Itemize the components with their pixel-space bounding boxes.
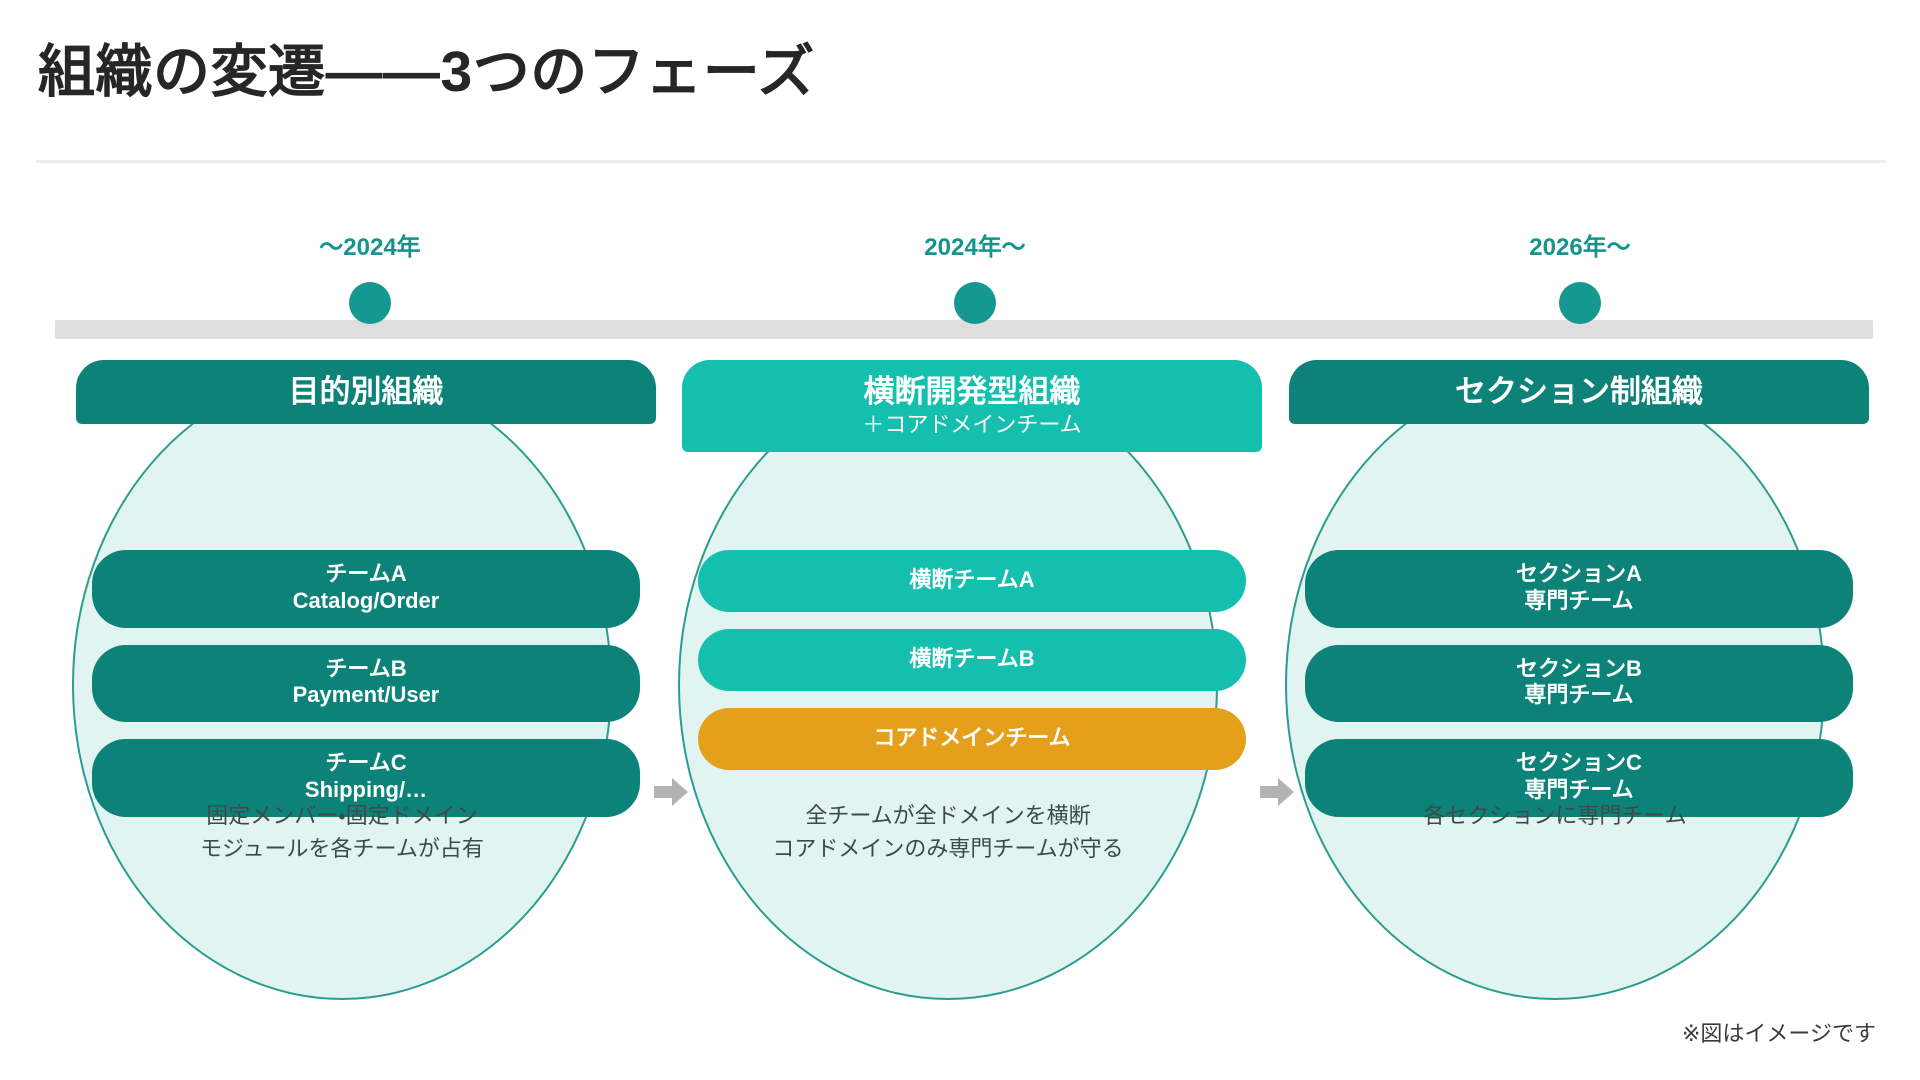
team-pill-line2: 専門チーム (1524, 587, 1634, 613)
phase-description-1: 固定メンバー・固定ドメイン モジュールを各チームが占有 (72, 800, 612, 865)
phase-column-2: 横断開発型組織 ＋コアドメインチーム 横断チームA 横断チームB コアドメインチ… (678, 360, 1268, 1000)
timeline-node-1[interactable]: 〜2024年 (220, 236, 520, 324)
phase-description-3: 各セクションに専門チーム (1285, 800, 1825, 833)
team-pill[interactable]: チームA Catalog/Order (92, 550, 640, 628)
phase-description-line1: 固定メンバー・固定ドメイン (206, 803, 478, 828)
phase-column-1: 目的別組織 チームA Catalog/Order チームB Payment/Us… (72, 360, 662, 1000)
phase-item-list-2: 横断チームA 横断チームB コアドメインチーム (698, 550, 1246, 787)
timeline-node-3[interactable]: 2026年〜 (1430, 236, 1730, 324)
phase-header-title-3: セクション制組織 (1455, 374, 1703, 409)
team-pill-line1: セクションB (1516, 655, 1642, 681)
team-pill[interactable]: セクションA 専門チーム (1305, 550, 1853, 628)
phase-header-3[interactable]: セクション制組織 (1289, 360, 1869, 424)
core-domain-team-pill[interactable]: コアドメインチーム (698, 708, 1246, 770)
phase-description-line1: 各セクションに専門チーム (1423, 803, 1687, 828)
team-pill-line2: Payment/User (292, 682, 440, 708)
team-pill-line1: セクションA (1516, 561, 1642, 586)
timeline-label-3: 2026年〜 (1529, 234, 1631, 261)
phase-header-title-2: 横断開発型組織 (863, 374, 1081, 409)
phase-header-1[interactable]: 目的別組織 (76, 360, 656, 424)
team-pill-line1: チームC (325, 750, 407, 776)
phase-item-list-3: セクションA 専門チーム セクションB 専門チーム セクションC 専門チーム (1305, 550, 1853, 834)
phase-description-line2: コアドメインのみ専門チームが守る (772, 835, 1124, 861)
team-pill[interactable]: 横断チームA (698, 550, 1246, 612)
team-pill[interactable]: セクションB 専門チーム (1305, 644, 1853, 723)
team-pill[interactable]: セクションC 専門チーム (1305, 739, 1853, 817)
team-pill[interactable]: 横断チームB (698, 629, 1246, 691)
arrow-right-icon (1260, 777, 1294, 807)
team-pill[interactable]: チームC Shipping/… (92, 739, 640, 817)
team-pill[interactable]: チームB Payment/User (92, 644, 640, 723)
team-pill-line1: 横断チームB (909, 645, 1035, 671)
team-pill-line1: チームB (325, 655, 407, 681)
phase-header-title-1: 目的別組織 (288, 374, 444, 409)
team-pill-line2: 専門チーム (1524, 777, 1634, 803)
timeline-dot-1 (349, 282, 391, 324)
team-pill-line2: Shipping/… (304, 777, 428, 803)
timeline-bar (55, 320, 1873, 339)
team-pill-line1: 横断チームA (909, 566, 1035, 592)
arrow-right-icon (654, 777, 688, 807)
timeline-dot-2 (954, 282, 996, 324)
phase-description-line2: モジュールを各チームが占有 (200, 835, 484, 861)
team-pill-line1: セクションC (1516, 750, 1642, 776)
page-title: 組織の変遷——3つのフェーズ (38, 40, 815, 104)
phase-header-subtitle-2: ＋コアドメインチーム (862, 411, 1082, 437)
timeline-dot-3 (1559, 282, 1601, 324)
phase-item-list-1: チームA Catalog/Order チームB Payment/User チーム… (92, 550, 640, 834)
team-pill-line2: Catalog/Order (292, 587, 440, 613)
phase-description-2: 全チームが全ドメインを横断 コアドメインのみ専門チームが守る (678, 800, 1218, 865)
team-pill-line1: チームA (325, 561, 407, 586)
phase-column-3: セクション制組織 セクションA 専門チーム セクションB 専門チーム セクション… (1285, 360, 1875, 1000)
title-divider (36, 160, 1886, 163)
timeline-label-1: 〜2024年 (319, 234, 421, 261)
team-pill-line2: 専門チーム (1524, 682, 1634, 708)
phase-description-line1: 全チームが全ドメインを横断 (805, 803, 1091, 828)
phase-header-2[interactable]: 横断開発型組織 ＋コアドメインチーム (682, 360, 1262, 453)
timeline-node-2[interactable]: 2024年〜 (825, 236, 1125, 324)
image-disclaimer-note: ※図はイメージです (1682, 1021, 1876, 1046)
team-pill-line1: コアドメインチーム (873, 724, 1071, 750)
timeline-label-2: 2024年〜 (924, 234, 1026, 261)
